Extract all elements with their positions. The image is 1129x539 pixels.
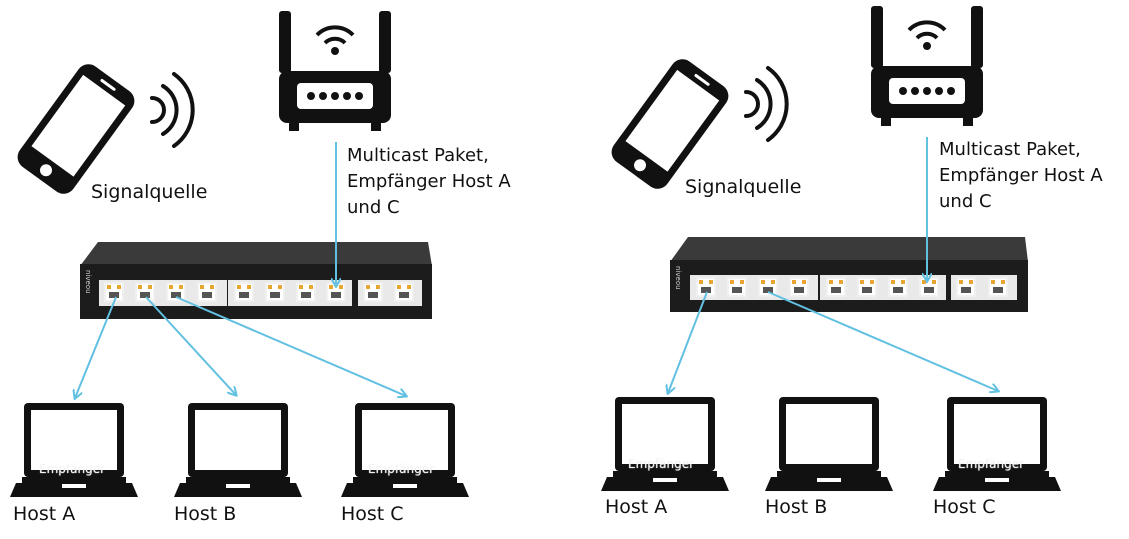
receiver-label-host-a: Empfänger — [628, 457, 695, 471]
laptop-icon-host-b — [765, 397, 893, 491]
laptop-icon-host-b — [174, 403, 302, 497]
arrow-to-host-a — [75, 296, 117, 398]
laptop-icon-host-c — [933, 397, 1061, 491]
phone-icon — [12, 59, 140, 199]
arrow-to-host-c — [767, 291, 998, 391]
arrow-to-host-a — [668, 291, 708, 393]
signal-waves-icon — [150, 72, 195, 148]
host-a-label: Host A — [605, 496, 668, 518]
host-b-label: Host B — [765, 496, 828, 518]
switch-brand: niveou — [674, 266, 682, 290]
receiver-label-host-c: Empfänger — [368, 462, 435, 476]
host-b-label: Host B — [174, 503, 237, 525]
network-switch: niveou — [80, 242, 432, 319]
receiver-label-host-a: Empfänger — [39, 462, 106, 476]
switch-brand: niveou — [84, 270, 92, 294]
multicast-packet-label: Multicast Paket, Empfänger Host A und C — [347, 145, 511, 218]
signal-waves-icon — [744, 66, 789, 142]
router-icon — [277, 9, 393, 133]
phone-icon — [606, 54, 734, 194]
arrow-to-host-c — [175, 296, 406, 396]
laptop-icon-host-c — [341, 403, 469, 497]
arrow-to-host-b — [145, 296, 236, 395]
receiver-label-host-c: Empfänger — [958, 457, 1025, 471]
host-c-label: Host C — [933, 496, 996, 518]
laptop-icon-host-a — [10, 403, 138, 497]
router-icon — [869, 4, 985, 128]
signal-source-label: Signalquelle — [685, 176, 802, 198]
panel-1: niveou — [10, 9, 469, 497]
laptop-icon-host-a — [601, 397, 729, 491]
host-c-label: Host C — [341, 503, 404, 525]
network-switch: niveou — [670, 237, 1028, 312]
signal-source-label: Signalquelle — [91, 181, 208, 203]
host-a-label: Host A — [13, 503, 76, 525]
panel-2: niveou — [601, 4, 1061, 491]
multicast-packet-label: Multicast Paket, Empfänger Host A und C — [939, 139, 1103, 212]
